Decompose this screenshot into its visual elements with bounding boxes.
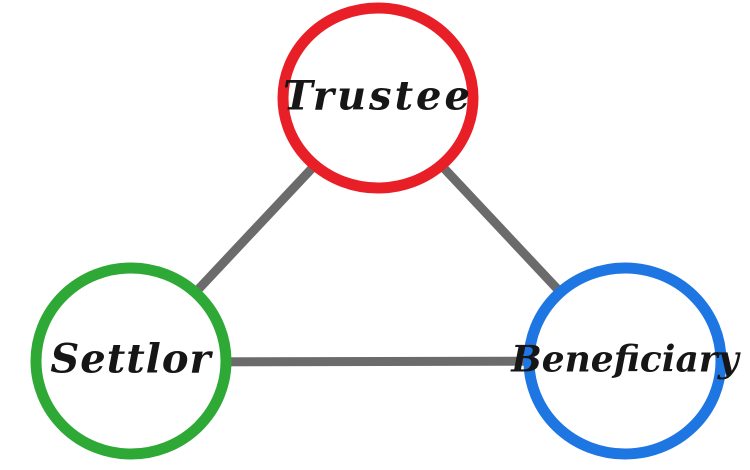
node-trustee-label: Trustee — [283, 72, 473, 120]
node-beneficiary-circle — [523, 262, 727, 460]
node-trustee-circle — [277, 2, 479, 194]
node-settlor-circle — [30, 262, 232, 460]
node-beneficiary-label: Beneficiary — [511, 338, 739, 381]
node-settlor-label: Settlor — [50, 335, 212, 383]
